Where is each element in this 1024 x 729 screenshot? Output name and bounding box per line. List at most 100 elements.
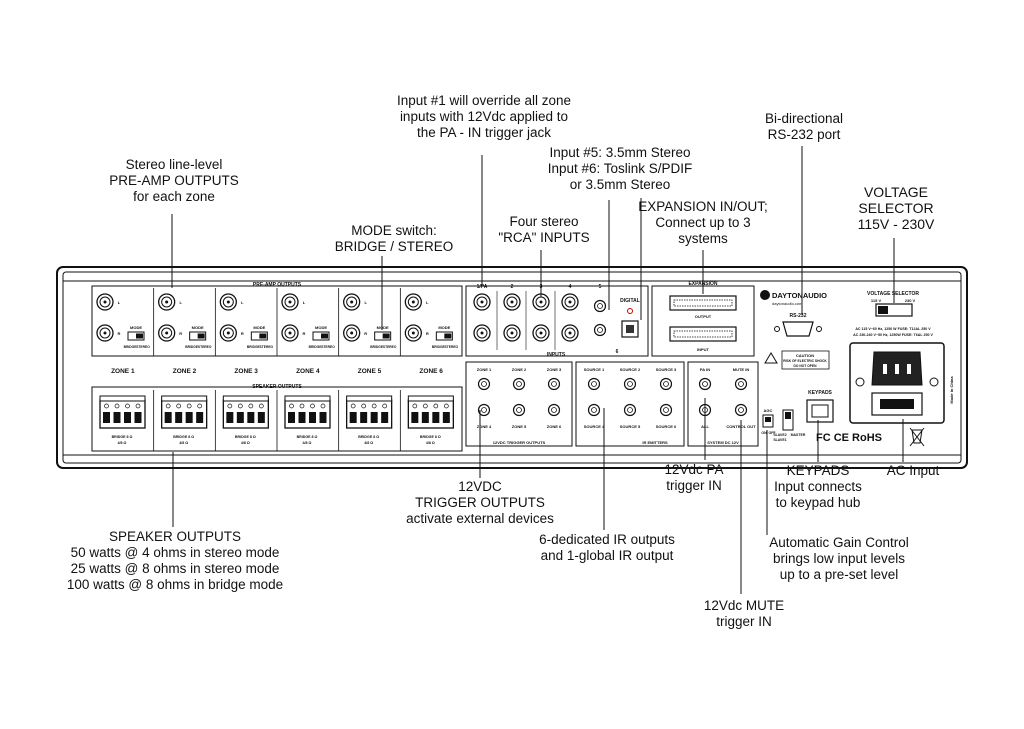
mode-switch[interactable]: [250, 331, 268, 341]
ohm-label: 4/8 Ω: [364, 441, 373, 445]
terminal-slot: [113, 412, 121, 423]
ir-emitter-jack-hole: [627, 407, 633, 413]
zone-label: ZONE 2: [173, 368, 197, 375]
ir-source-label: SOURCE 2: [620, 367, 641, 372]
input5-jack[interactable]: [593, 299, 607, 313]
callout-speaker: SPEAKER OUTPUTS 50 watts @ 4 ohms in ste…: [66, 529, 284, 592]
master-slave-switch[interactable]: [782, 409, 794, 431]
callout-leader-lines: [171, 146, 904, 594]
digital-led: [627, 308, 633, 314]
rs232-screw-left: [774, 326, 780, 332]
ir-emitter-jack[interactable]: [659, 403, 673, 417]
input-l-jack-pin: [539, 300, 543, 304]
input-l-jack-pin: [568, 300, 572, 304]
brand-url: daytonaudio.com: [772, 301, 803, 306]
rs232-port[interactable]: [782, 321, 814, 337]
caution-line-2: DO NOT OPEN: [793, 364, 817, 368]
agc-label: AGC: [764, 408, 773, 413]
input-l-jack-pin: [510, 300, 514, 304]
trigger-outputs-label: 12VDC TRIGGER OUTPUTS: [493, 440, 546, 445]
trigger-out-jack[interactable]: [512, 403, 526, 417]
terminal-screw: [176, 403, 182, 409]
ir-source-label: SOURCE 1: [584, 367, 605, 372]
trigger-out-jack-hole: [516, 407, 522, 413]
terminal-screw: [258, 403, 264, 409]
ir-emitter-jack[interactable]: [587, 403, 601, 417]
terminal-screw: [371, 403, 377, 409]
terminal-slot: [288, 412, 295, 423]
terminal-screw: [412, 403, 418, 409]
callout-input56: Input #5: 3.5mm Stereo Input #6: Toslink…: [547, 145, 693, 192]
trigger-out-jack[interactable]: [547, 403, 561, 417]
v230-label: 230 V: [905, 298, 916, 303]
terminal-screw: [227, 403, 233, 409]
ir-emitter-jack-hole: [591, 407, 597, 413]
system-jack[interactable]: [734, 403, 748, 417]
terminal-slot: [298, 412, 306, 423]
caution-line-1: RISK OF ELECTRIC SHOCK: [783, 359, 827, 363]
ohm-label: 4/8 Ω: [303, 441, 312, 445]
input-number-label: 2: [511, 284, 514, 290]
bridge-ohm-label: BRIDGE 8 Ω: [112, 435, 133, 439]
terminal-top: [99, 395, 146, 402]
ir-source-label: SOURCE 5: [620, 424, 641, 429]
trigger-out-jack[interactable]: [512, 377, 526, 391]
preamp-r-jack-ring: [284, 327, 296, 339]
master-label: MASTER: [791, 433, 806, 437]
mode-stereo-label: STEREO: [383, 345, 397, 349]
callout-override: Input #1 will override all zone inputs w…: [396, 93, 572, 140]
ac-inlet: Made in China: [849, 342, 954, 424]
preamp-r-label: R: [241, 331, 244, 336]
trigger-out-jack[interactable]: [477, 403, 491, 417]
input6-jack[interactable]: [593, 323, 607, 337]
input-r-jack-pin: [480, 331, 484, 335]
callout-mute: 12Vdc MUTE trigger IN: [703, 598, 785, 629]
ir-emitter-jack[interactable]: [587, 377, 601, 391]
system-jack[interactable]: [734, 377, 748, 391]
terminal-top: [161, 395, 208, 402]
input-r-jack-ring: [506, 327, 518, 339]
system-dc-frame: [687, 361, 759, 447]
slave1-label: SLAVE1: [773, 438, 786, 442]
trigger-out-jack[interactable]: [477, 377, 491, 391]
trigger-out-jack-hole: [551, 381, 557, 387]
expansion-output-port[interactable]: [669, 295, 737, 311]
terminal-screw: [320, 403, 326, 409]
expansion-input-port[interactable]: [669, 326, 737, 342]
inputs-label: INPUTS: [547, 352, 566, 358]
terminal-screw: [125, 403, 130, 409]
terminal-slot: [185, 412, 193, 423]
preamp-r-jack-pin: [165, 331, 169, 335]
preamp-l-jack-pin: [411, 300, 415, 304]
inputs-frame: [465, 285, 649, 357]
input-number-label: 6: [616, 349, 619, 355]
trigger-out-jack-hole: [481, 407, 487, 413]
system-input-label: MUTE IN: [733, 367, 750, 372]
callout-pa-in: 12Vdc PA trigger IN: [664, 462, 724, 493]
digital-label: DIGITAL: [620, 298, 640, 304]
bridge-ohm-label: BRIDGE 8 Ω: [235, 435, 256, 439]
callout-keypads: KEYPADS Input connects to keypad hub: [774, 463, 862, 510]
mode-switch-knob: [136, 333, 143, 339]
system-jack-hole: [738, 381, 744, 387]
ir-emitter-jack[interactable]: [659, 377, 673, 391]
terminal-screw: [433, 403, 439, 409]
terminal-screw: [104, 403, 109, 409]
input-r-jack-ring: [535, 327, 547, 339]
ac-screw-right: [929, 377, 939, 387]
bridge-ohm-label: BRIDGE 8 Ω: [420, 435, 441, 439]
system-jack[interactable]: [698, 377, 712, 391]
ir-emitter-jack[interactable]: [623, 403, 637, 417]
mode-bridge-label: BRIDGE: [370, 345, 384, 349]
brand-area: DAYTONAUDIO daytonaudio.com RS-232: [760, 290, 827, 337]
ir-emitter-jack[interactable]: [623, 377, 637, 391]
toslink-port-inner: [626, 325, 634, 333]
ir-emitter-jack-hole: [663, 407, 669, 413]
keypads-jack[interactable]: [806, 399, 834, 423]
terminal-slot: [309, 412, 316, 423]
zone-label: ZONE 4: [296, 368, 320, 375]
fuse-holder-inner: [880, 399, 914, 409]
trigger-out-jack[interactable]: [547, 377, 561, 391]
